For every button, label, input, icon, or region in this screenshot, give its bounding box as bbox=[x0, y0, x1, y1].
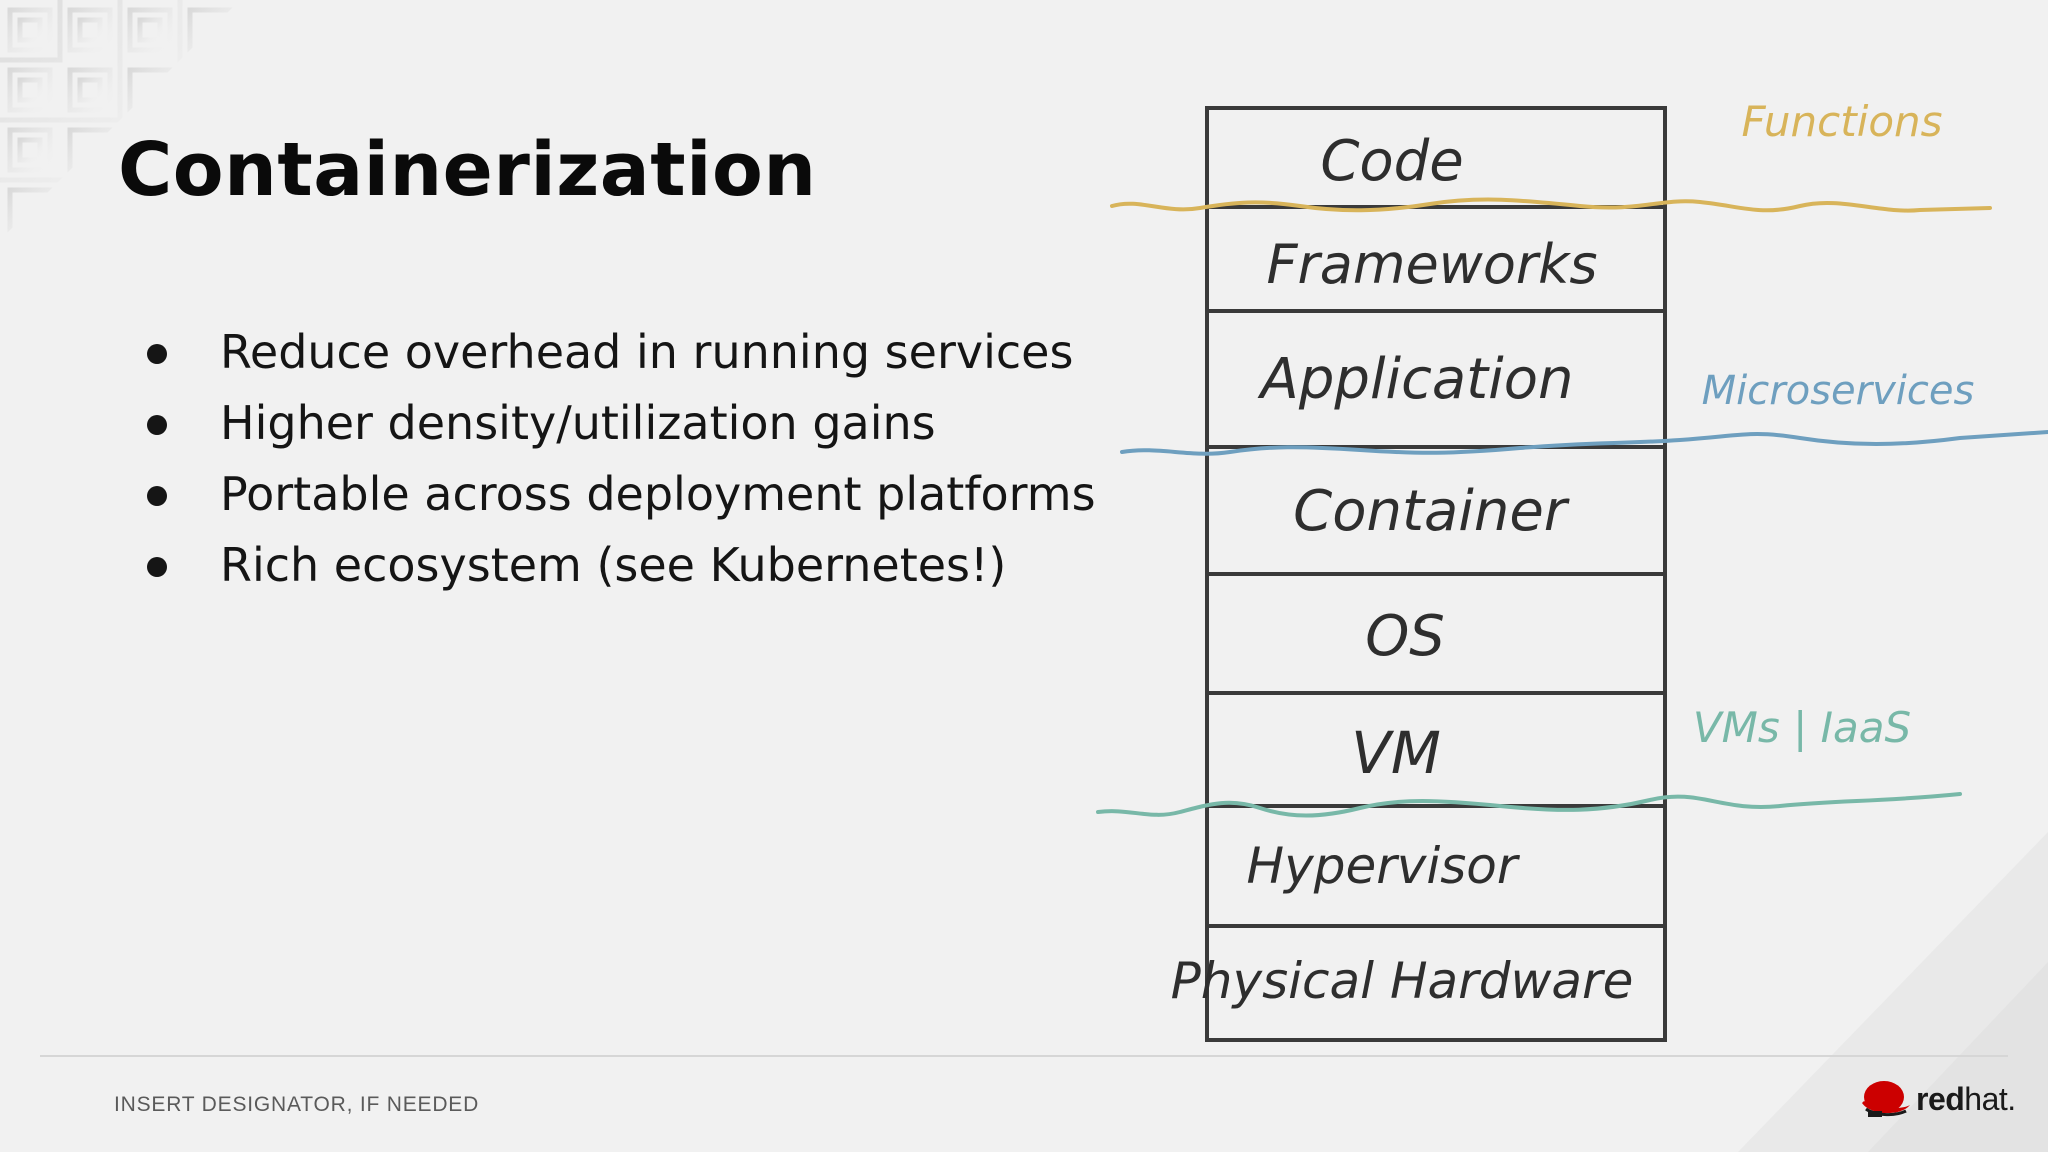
layer-label-code: Code bbox=[1320, 129, 1463, 194]
bullet-dot-icon bbox=[147, 415, 167, 435]
functions-label: Functions bbox=[1741, 97, 1942, 146]
redhat-wordmark: redhat. bbox=[1916, 1081, 2016, 1118]
layer-label-os: OS bbox=[1365, 604, 1445, 669]
bullet-item: Rich ecosystem (see Kubernetes!) bbox=[142, 535, 1096, 606]
footer-divider bbox=[40, 1055, 2008, 1057]
bullet-list: Reduce overhead in running services High… bbox=[142, 322, 1096, 606]
layer-label-hypervisor: Hypervisor bbox=[1247, 837, 1521, 895]
bullet-item: Higher density/utilization gains bbox=[142, 393, 1096, 464]
slide-title: Containerization bbox=[118, 127, 817, 213]
layer-label-container: Container bbox=[1293, 479, 1570, 544]
corner-pattern-decoration bbox=[0, 0, 233, 233]
redhat-wordmark-light: hat. bbox=[1964, 1080, 2016, 1117]
bullet-dot-icon bbox=[147, 557, 167, 577]
functions-boundary-line bbox=[1110, 197, 1992, 213]
redhat-wordmark-bold: red bbox=[1916, 1080, 1965, 1117]
microservices-boundary-line bbox=[1120, 430, 2048, 456]
microservices-label: Microservices bbox=[1702, 368, 1975, 414]
bullet-item: Reduce overhead in running services bbox=[142, 322, 1096, 393]
bullet-text: Reduce overhead in running services bbox=[220, 325, 1074, 379]
redhat-logo: redhat. bbox=[1860, 1075, 2016, 1123]
vms-iaas-boundary-line bbox=[1096, 792, 1962, 818]
footer-designator: INSERT DESIGNATOR, IF NEEDED bbox=[114, 1093, 480, 1116]
diagonal-stripe-decoration bbox=[1738, 832, 2048, 1152]
vms-iaas-label: VMs | IaaS bbox=[1693, 703, 1911, 752]
layer-dividers bbox=[1207, 205, 1665, 928]
layer-label-vm: VM bbox=[1351, 719, 1441, 787]
bullet-dot-icon bbox=[147, 486, 167, 506]
bullet-text: Rich ecosystem (see Kubernetes!) bbox=[220, 538, 1007, 592]
redhat-shadowman-icon bbox=[1862, 1081, 1910, 1117]
layer-label-physical-hardware: Physical Hardware bbox=[1171, 952, 1634, 1010]
bullet-item: Portable across deployment platforms bbox=[142, 464, 1096, 535]
bullet-text: Higher density/utilization gains bbox=[220, 396, 936, 450]
bullet-text: Portable across deployment platforms bbox=[220, 467, 1096, 521]
layer-label-frameworks: Frameworks bbox=[1267, 233, 1598, 296]
layer-label-application: Application bbox=[1258, 347, 1574, 412]
bullet-dot-icon bbox=[147, 344, 167, 364]
